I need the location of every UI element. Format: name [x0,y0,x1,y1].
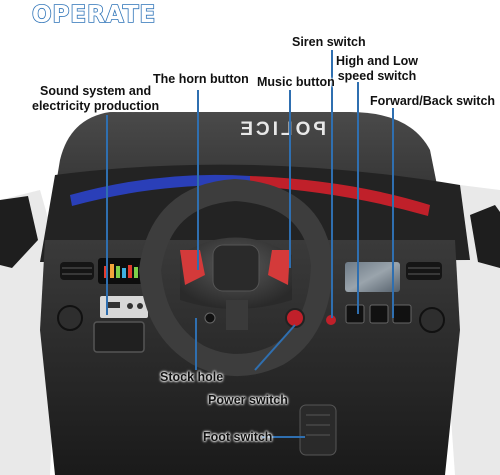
label-high-low-line2: speed switch [337,69,417,83]
usb-panel [100,296,148,318]
label-high-low-speed: High and Low speed switch [336,54,418,84]
right-knob [419,307,445,333]
right-mirror [470,205,500,268]
label-high-low-line1: High and Low [336,54,418,68]
label-stock-hole: Stock hole [160,370,224,384]
label-forward-back-switch: Forward/Back switch [370,94,496,108]
label-music-button: Music button [257,75,335,89]
label-horn-button: The horn button [153,72,249,86]
steering-wheel [138,178,334,376]
label-foot-switch: Foot switch [203,430,273,444]
dashboard-screen [345,262,400,292]
right-vent [406,262,442,280]
label-siren-switch: Siren switch [292,35,366,49]
direction-switch [392,304,412,324]
power-button [285,308,305,328]
label-sound-system: Sound system and electricity production [32,84,159,114]
label-power-switch: Power switch [208,393,288,407]
left-vent [60,262,94,280]
left-knob [57,305,83,331]
stripe-red [250,176,430,216]
left-mirror [0,196,38,268]
foot-pedal [299,404,337,456]
leader-lines [106,50,394,438]
roof-police-text: POLICE [237,119,326,140]
label-sound-line1: Sound system and [39,84,152,98]
siren-switch [345,304,365,324]
stripe-blue [70,174,250,206]
steering-hub [212,244,260,292]
speed-switch [369,304,389,324]
label-sound-line2: electricity production [32,99,160,113]
leader-power [254,324,296,371]
operate-title: OPERATE [31,1,157,29]
music-pad-right [268,250,290,285]
battery-box [93,321,145,353]
